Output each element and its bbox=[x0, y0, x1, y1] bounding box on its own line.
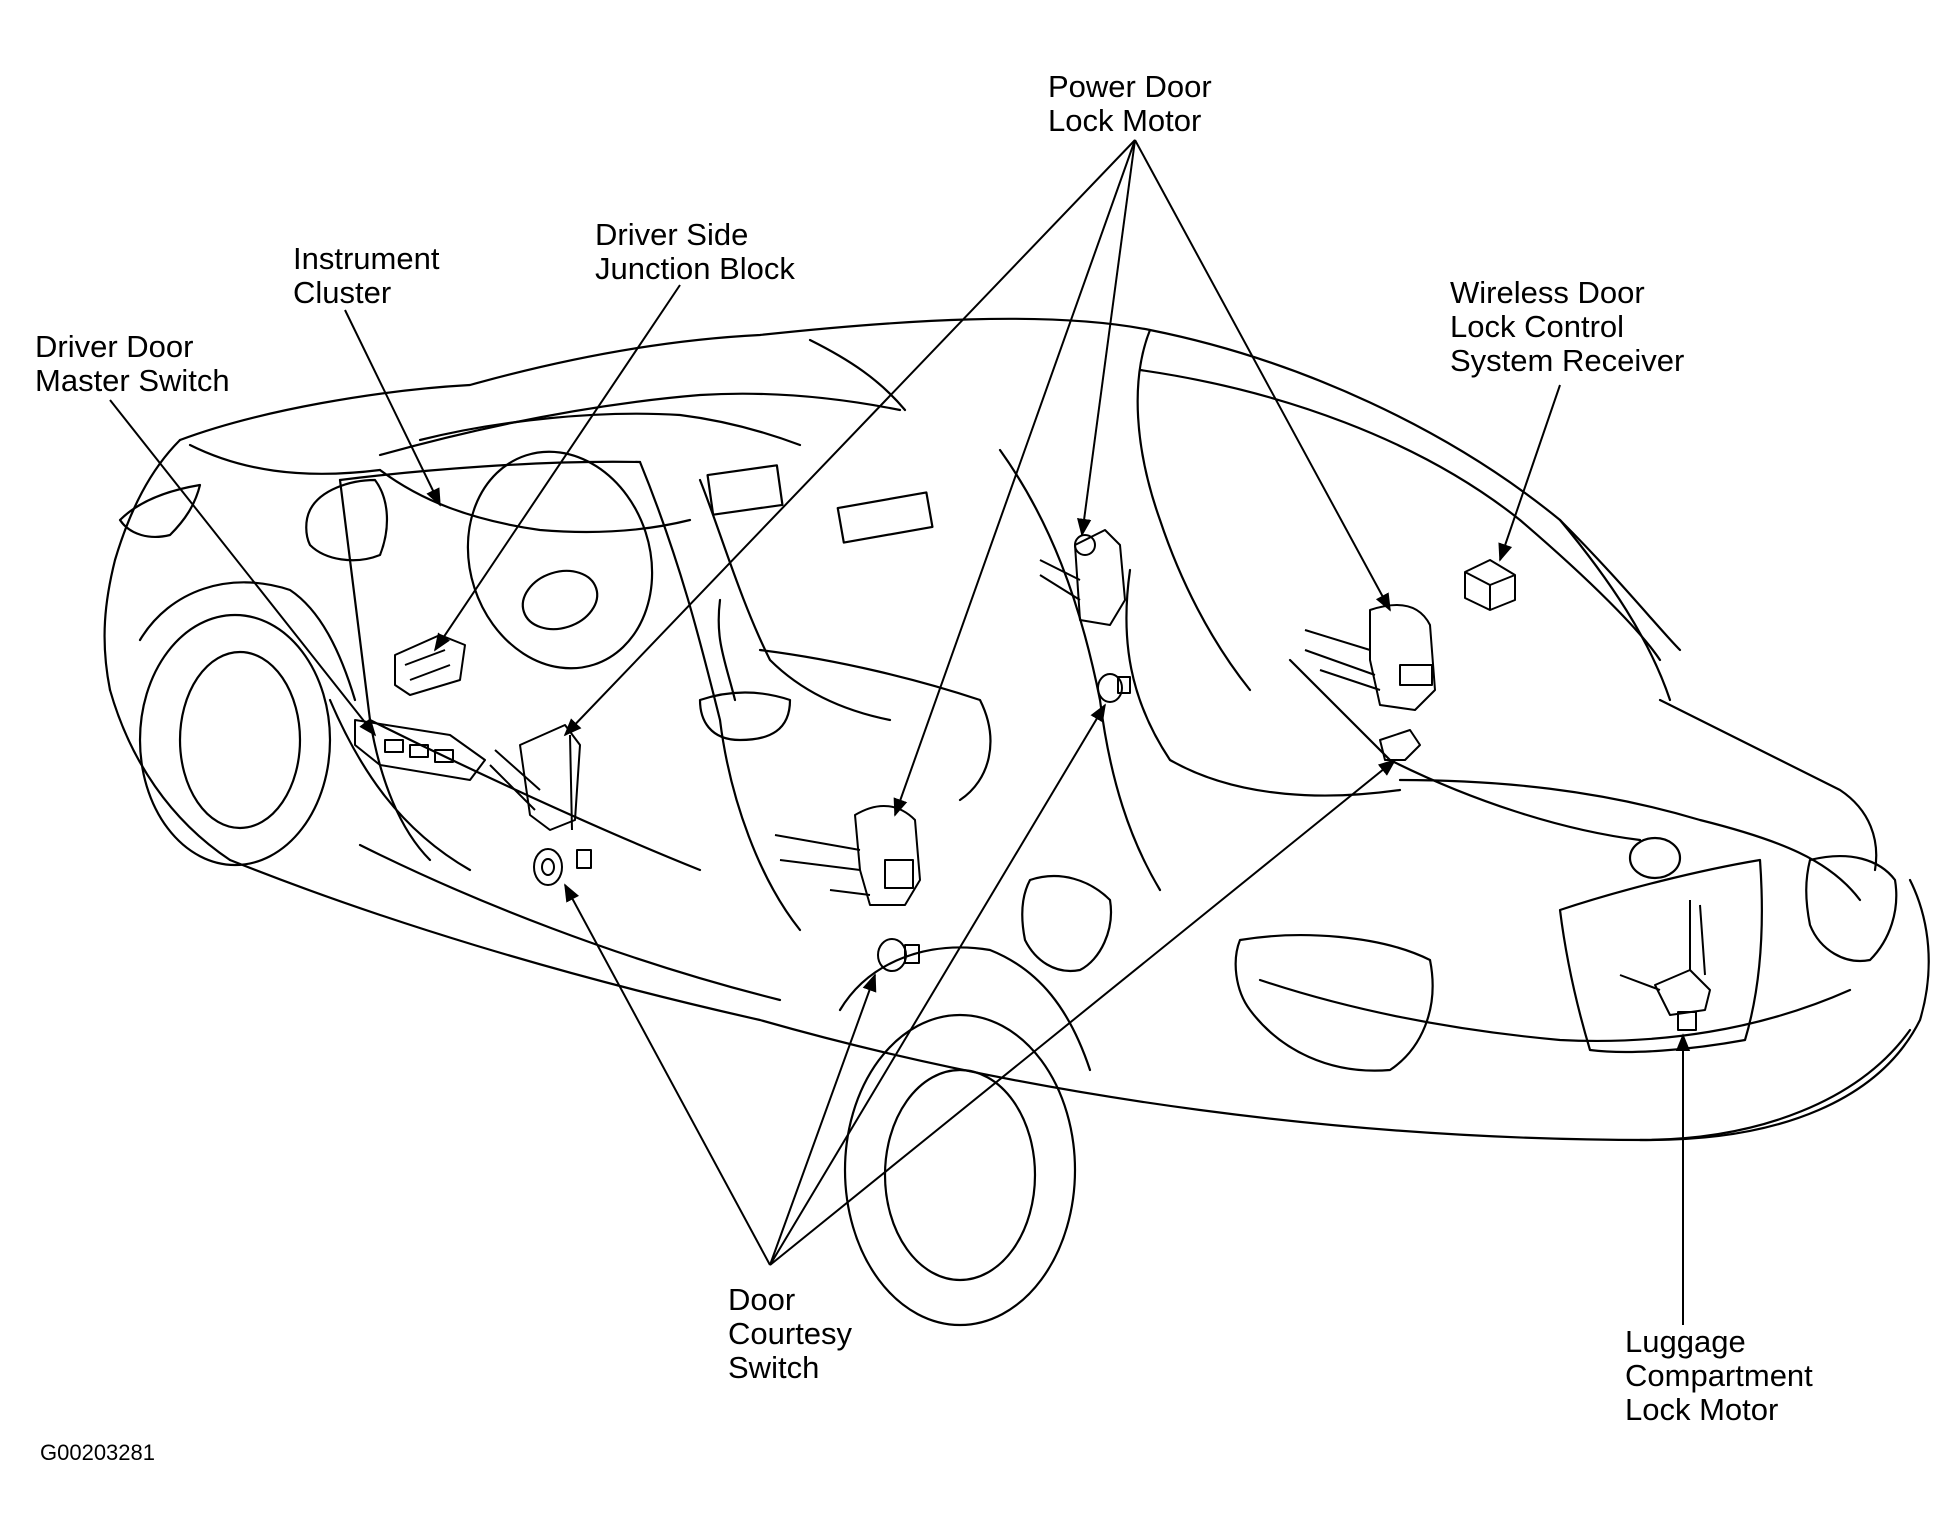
side-mirror bbox=[306, 480, 387, 560]
windshield-frame bbox=[380, 394, 900, 455]
label-line: Cluster bbox=[293, 275, 392, 310]
leader-courtesy-4 bbox=[770, 758, 1397, 1265]
label-line: Luggage bbox=[1625, 1324, 1746, 1359]
a-pillar bbox=[810, 340, 905, 410]
radio bbox=[708, 465, 783, 514]
front-wheel-arch bbox=[140, 582, 355, 700]
label-line: Instrument bbox=[293, 241, 440, 276]
trunk-lid bbox=[1400, 780, 1860, 900]
front-passenger-lock-motor-component bbox=[1040, 530, 1125, 625]
rear-quarter bbox=[1290, 660, 1640, 840]
dashboard bbox=[380, 470, 690, 532]
steering-hub bbox=[515, 562, 605, 639]
steering-wheel bbox=[440, 428, 679, 693]
label-line: System Receiver bbox=[1450, 343, 1685, 378]
leader-instrument-cluster bbox=[345, 310, 440, 507]
rear-left-lock-motor-component bbox=[775, 806, 920, 905]
rear-panel bbox=[1260, 980, 1850, 1041]
leader-courtesy-3 bbox=[770, 703, 1106, 1265]
tail-light-right bbox=[1806, 856, 1896, 961]
console-top bbox=[760, 650, 990, 800]
rear-hub bbox=[885, 1070, 1035, 1280]
label-line: Driver Side bbox=[595, 217, 749, 252]
front-courtesy-switch-component bbox=[534, 849, 591, 885]
tail-light-left bbox=[1236, 935, 1433, 1070]
label-line: Compartment bbox=[1625, 1358, 1813, 1393]
lower-body bbox=[230, 860, 1929, 1140]
c-pillar-line bbox=[1560, 520, 1670, 700]
door-sill bbox=[360, 845, 780, 1000]
front-fender bbox=[110, 690, 230, 860]
leader-wireless-receiver bbox=[1498, 385, 1560, 562]
label-line: Courtesy bbox=[728, 1316, 853, 1351]
leader-courtesy-1 bbox=[565, 883, 770, 1265]
label-line: Driver Door bbox=[35, 329, 194, 364]
label-line: Junction Block bbox=[595, 251, 795, 286]
label-power-door-lock-motor: Power Door Lock Motor bbox=[1048, 70, 1212, 138]
master-switch-component bbox=[355, 720, 485, 780]
fuel-door bbox=[1022, 876, 1111, 971]
leader-power-lock-3 bbox=[1077, 140, 1135, 537]
front-door-belt bbox=[370, 720, 700, 870]
label-line: Lock Motor bbox=[1048, 103, 1202, 138]
headlight bbox=[120, 485, 200, 537]
front-lock-motor-component bbox=[490, 725, 580, 830]
hood-line bbox=[105, 440, 180, 690]
label-line: Power Door bbox=[1048, 69, 1212, 104]
front-door-outline bbox=[340, 480, 430, 860]
wireless-receiver-component bbox=[1465, 560, 1515, 610]
trunk-emblem bbox=[1630, 838, 1680, 878]
leader-junction-block bbox=[433, 285, 680, 652]
leader-power-lock-2 bbox=[893, 140, 1135, 817]
junction-block-component bbox=[395, 635, 465, 695]
leader-power-lock-4 bbox=[1135, 140, 1390, 612]
front-sill bbox=[330, 700, 470, 870]
label-instrument-cluster: Instrument Cluster bbox=[293, 242, 439, 310]
label-door-courtesy-switch: Door Courtesy Switch bbox=[728, 1283, 852, 1385]
center-console bbox=[700, 480, 890, 720]
label-wireless-receiver: Wireless Door Lock Control System Receiv… bbox=[1450, 276, 1684, 378]
front-hub bbox=[180, 652, 300, 828]
leader-courtesy-2 bbox=[770, 973, 877, 1265]
leader-lines bbox=[110, 140, 1691, 1325]
rear-seat-outline bbox=[1126, 570, 1400, 796]
leader-master-switch bbox=[110, 400, 377, 737]
rear-right-courtesy-switch-component bbox=[1380, 730, 1420, 760]
figure-id: G00203281 bbox=[40, 1440, 155, 1465]
label-line: Lock Motor bbox=[1625, 1392, 1779, 1427]
rear-bumper bbox=[1640, 1030, 1910, 1140]
label-line: Switch bbox=[728, 1350, 820, 1385]
label-line: Wireless Door bbox=[1450, 275, 1645, 310]
front-door-top bbox=[340, 462, 640, 480]
hood-top bbox=[190, 445, 380, 474]
label-luggage-compartment-lock-motor: Luggage Compartment Lock Motor bbox=[1625, 1325, 1813, 1427]
b-pillar-line bbox=[1138, 330, 1250, 690]
luggage-lock-motor-component bbox=[1620, 900, 1710, 1030]
front-wheel bbox=[140, 615, 330, 865]
rear-left-courtesy-switch-component bbox=[878, 939, 919, 971]
gear-shift bbox=[700, 600, 790, 740]
car-body bbox=[105, 319, 1929, 1325]
label-line: Master Switch bbox=[35, 363, 230, 398]
trunk-edge bbox=[1660, 700, 1876, 870]
rear-door-outline bbox=[1000, 450, 1160, 890]
glovebox bbox=[838, 492, 933, 542]
components bbox=[355, 530, 1710, 1030]
license-plate bbox=[1560, 860, 1762, 1052]
rear-window bbox=[1140, 370, 1660, 660]
dash-top bbox=[420, 414, 800, 445]
label-driver-side-junction-block: Driver Side Junction Block bbox=[595, 218, 795, 286]
label-line: Lock Control bbox=[1450, 309, 1625, 344]
label-driver-door-master-switch: Driver Door Master Switch bbox=[35, 330, 230, 398]
rear-wheel bbox=[845, 1015, 1075, 1325]
front-passenger-courtesy-switch-component bbox=[1098, 674, 1130, 702]
label-line: Door bbox=[728, 1282, 796, 1317]
leader-power-lock-1 bbox=[563, 140, 1135, 737]
front-door-trim bbox=[640, 462, 800, 930]
